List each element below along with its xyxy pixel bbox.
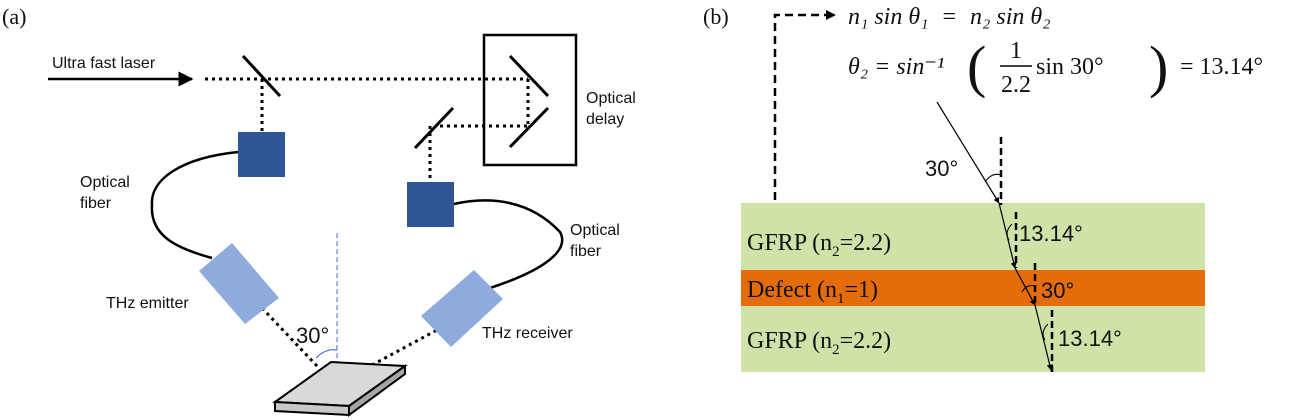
right-paren: ) — [1149, 34, 1168, 99]
thz-emitter — [199, 243, 279, 324]
layer-gfrp-bottom — [741, 306, 1205, 372]
layer-defect — [741, 270, 1205, 306]
layer-gfrp-bottom-label: GFRP (n2=2.2) — [747, 328, 891, 358]
optical-delay-box — [482, 33, 578, 167]
ray-defect — [1014, 267, 1036, 306]
equation-1-lhs: n₁ sin θ₁ — [848, 4, 928, 30]
incidence-angle-label: 30° — [296, 323, 329, 348]
equation-2-lhs: θ₂ = sin⁻¹ — [848, 54, 944, 80]
incident-angle-label: 30° — [925, 156, 958, 181]
fiber-right-label-line1: Optical — [570, 222, 620, 239]
arc-gfrp-top — [1006, 223, 1013, 241]
thz-receiver — [421, 270, 503, 347]
snell-equation: n₁ sin θ₁ = n₂ sin θ₂ θ₂ = sin⁻¹ ( 1 2.2… — [848, 4, 1263, 99]
callout-arrowhead — [826, 10, 836, 20]
fiber-right-label-line2: fiber — [570, 243, 602, 260]
angle-arcs — [984, 173, 1049, 341]
arc-incident — [984, 173, 1002, 183]
equation-1-rhs: n₂ sin θ₂ — [970, 4, 1050, 30]
probe-mirror — [413, 106, 455, 150]
left-paren: ( — [967, 34, 986, 99]
optical-fiber-left — [150, 150, 239, 260]
panel-b: (b) n₁ sin θ₁ = n₂ sin θ₂ θ₂ = sin⁻¹ ( 1… — [703, 4, 1263, 372]
fiber-coupler-emitter — [238, 132, 285, 177]
gfrp-bottom-angle-label: 13.14° — [1058, 326, 1122, 351]
layer-gfrp-top-label: GFRP (n2=2.2) — [747, 230, 891, 260]
laser-label: Ultra fast laser — [52, 55, 156, 72]
optical-fiber-right — [453, 199, 564, 290]
callout-dashed-line — [773, 13, 826, 200]
thz-emitter-label: THz emitter — [106, 295, 189, 312]
layer-defect-label: Defect (n1=1) — [747, 277, 878, 307]
optical-delay-label-line1: Optical — [586, 90, 636, 107]
delay-mirror-bottom — [508, 106, 550, 149]
gfrp-top-angle-label: 13.14° — [1019, 221, 1083, 246]
fiber-left-label-line2: fiber — [80, 195, 112, 212]
thz-reflected-beam — [334, 328, 438, 387]
arc-defect — [1021, 285, 1036, 293]
arc-gfrp-bottom — [1042, 323, 1049, 341]
incidence-angle-arc — [315, 349, 338, 359]
sample-plate — [272, 360, 408, 417]
equation-2-argument: sin 30° — [1036, 54, 1104, 80]
beam-paths — [205, 77, 530, 387]
fraction-numerator: 1 — [1010, 38, 1022, 64]
fraction-denominator: 2.2 — [1001, 72, 1031, 98]
panel-b-label: (b) — [703, 4, 729, 29]
fiber-left-label-line1: Optical — [80, 174, 130, 191]
equation-1: n₁ sin θ₁ = n₂ sin θ₂ — [848, 4, 1051, 30]
beam-splitter-mirror — [241, 54, 282, 98]
panel-a-label: (a) — [2, 4, 26, 29]
optical-delay-label-line2: delay — [586, 111, 624, 128]
equation-1-eq: = — [942, 4, 956, 30]
layer-gfrp-top — [741, 203, 1205, 270]
fiber-coupler-receiver — [407, 182, 454, 227]
delay-mirror-top — [508, 54, 550, 98]
ray-incident — [936, 101, 1000, 204]
ray-gfrp-bottom — [1034, 304, 1053, 371]
thz-receiver-label: THz receiver — [482, 325, 573, 342]
defect-angle-label: 30° — [1041, 278, 1074, 303]
equation-2-result: = 13.14° — [1180, 54, 1263, 80]
panel-a: (a) Ultra fast laser Optical delay Opti — [2, 4, 636, 417]
